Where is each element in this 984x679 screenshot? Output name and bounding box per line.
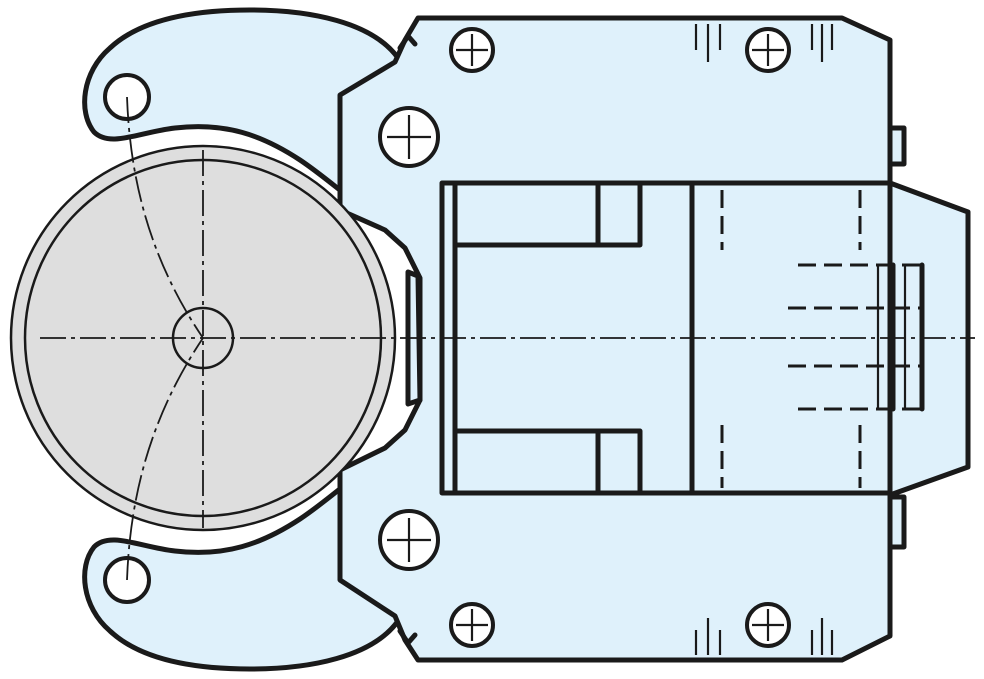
upper-jaw-arm	[82, 7, 408, 225]
bolt-hole	[378, 509, 440, 571]
body-notch-bottom	[397, 628, 418, 646]
body-notch-top	[397, 33, 418, 51]
arc-centerline-lower	[126, 337, 204, 581]
main-body	[337, 15, 971, 663]
bolt-hole	[449, 602, 495, 648]
arc-centerline-upper	[126, 96, 204, 339]
side-tab-bottom	[887, 494, 907, 550]
hidden-ticks	[694, 24, 834, 655]
lower-jaw-arm	[82, 454, 408, 672]
spring-detail	[788, 262, 925, 412]
lower-slot	[452, 428, 643, 496]
bolt-hole	[745, 27, 791, 73]
side-tab-top	[887, 125, 907, 167]
bolt-hole	[449, 27, 495, 73]
bolt-hole	[378, 106, 440, 168]
bolt-hole	[745, 602, 791, 648]
upper-slot	[452, 180, 643, 248]
